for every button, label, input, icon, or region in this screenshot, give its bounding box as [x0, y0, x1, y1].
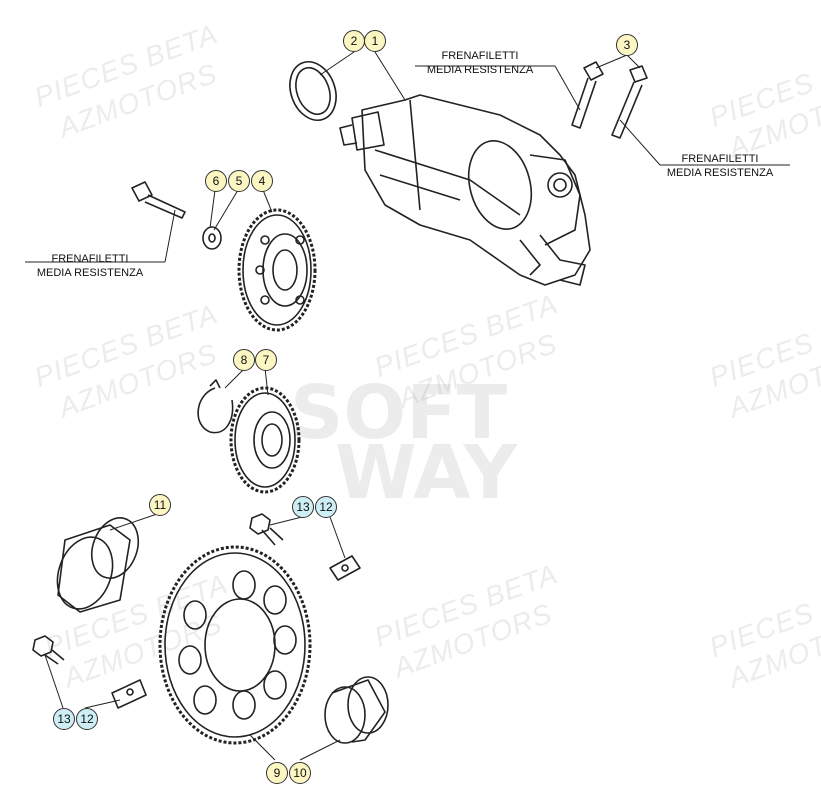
bushing-part-10: [324, 676, 389, 744]
callout-11: 11: [149, 494, 171, 516]
gear-part-7: [229, 386, 301, 494]
washer-part-5: [202, 226, 222, 250]
threadlocker-note-right: FRENAFILETTI MEDIA RESISTENZA: [655, 152, 785, 180]
threadlocker-note-left: FRENAFILETTI MEDIA RESISTENZA: [25, 252, 155, 280]
callout-12: 12: [315, 496, 337, 518]
callout-13: 13: [292, 496, 314, 518]
callout-1: 1: [364, 30, 386, 52]
callout-9: 9: [266, 762, 288, 784]
bolt-tab-part-13-12-lower: [32, 635, 147, 709]
note-line: FRENAFILETTI: [441, 50, 519, 62]
seal-part-11: [56, 517, 140, 613]
circlip-part-8: [197, 379, 234, 434]
callout-13: 13: [53, 708, 75, 730]
leader-lines: [25, 51, 790, 761]
bolt-part-3: [571, 61, 648, 139]
callout-3: 3: [616, 34, 638, 56]
note-line: FRENAFILETTI: [681, 153, 759, 165]
callout-4: 4: [251, 170, 273, 192]
callout-2: 2: [343, 30, 365, 52]
note-line: MEDIA RESISTENZA: [666, 167, 774, 179]
note-line: MEDIA RESISTENZA: [36, 267, 144, 279]
callout-8: 8: [233, 349, 255, 371]
note-line: FRENAFILETTI: [51, 253, 129, 265]
o-ring-part-2: [289, 61, 337, 121]
starter-motor-part-1: [339, 94, 591, 286]
note-line: MEDIA RESISTENZA: [426, 64, 534, 76]
callout-12: 12: [76, 708, 98, 730]
callout-6: 6: [205, 170, 227, 192]
bolt-tab-part-13-12-upper: [249, 513, 361, 581]
screw-part-6: [131, 181, 186, 219]
threadlocker-note-top: FRENAFILETTI MEDIA RESISTENZA: [415, 49, 545, 77]
callout-5: 5: [228, 170, 250, 192]
ring-gear-part-9: [158, 545, 312, 745]
callout-10: 10: [289, 762, 311, 784]
gear-part-4: [237, 208, 317, 332]
callout-7: 7: [255, 349, 277, 371]
